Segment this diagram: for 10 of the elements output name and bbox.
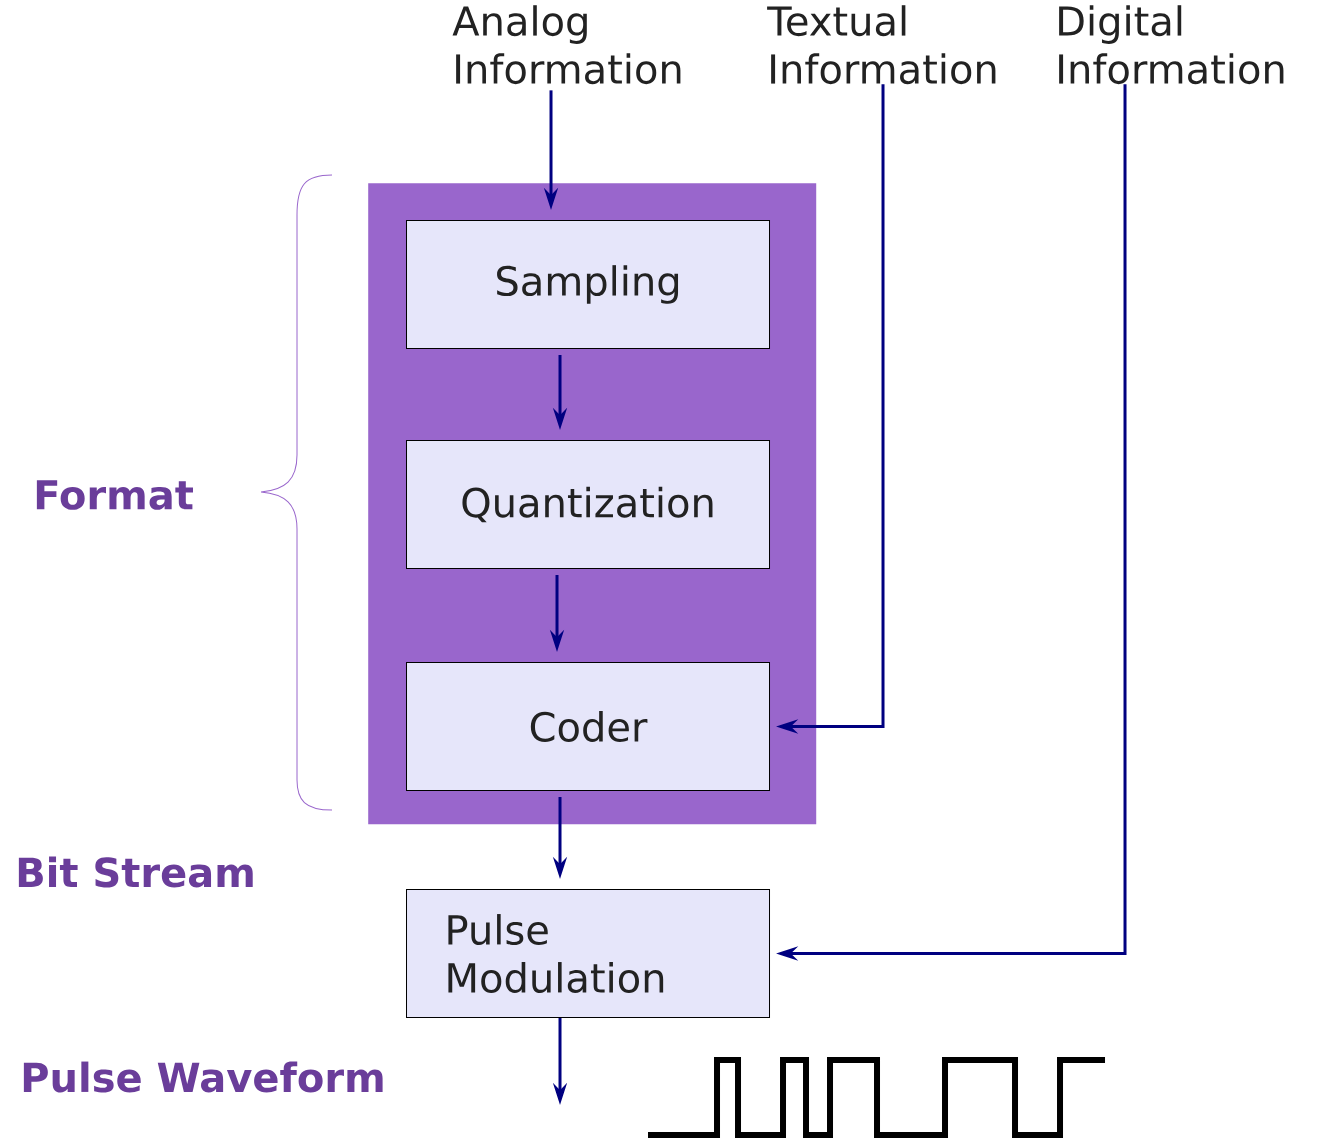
process-box: Sampling (406, 220, 770, 349)
stage-label: Format (36, 480, 193, 510)
stage-label: Pulse Waveform (23, 1061, 383, 1093)
source-label: Analog Information (452, 5, 681, 85)
process-box: Quantization (406, 440, 770, 569)
source-label: Digital Information (1059, 5, 1284, 85)
process-box: Coder (406, 662, 770, 791)
source-label: Textual Information (767, 5, 996, 85)
process-box: Pulse Modulation (406, 889, 770, 1018)
stage-label: Bit Stream (18, 856, 253, 888)
